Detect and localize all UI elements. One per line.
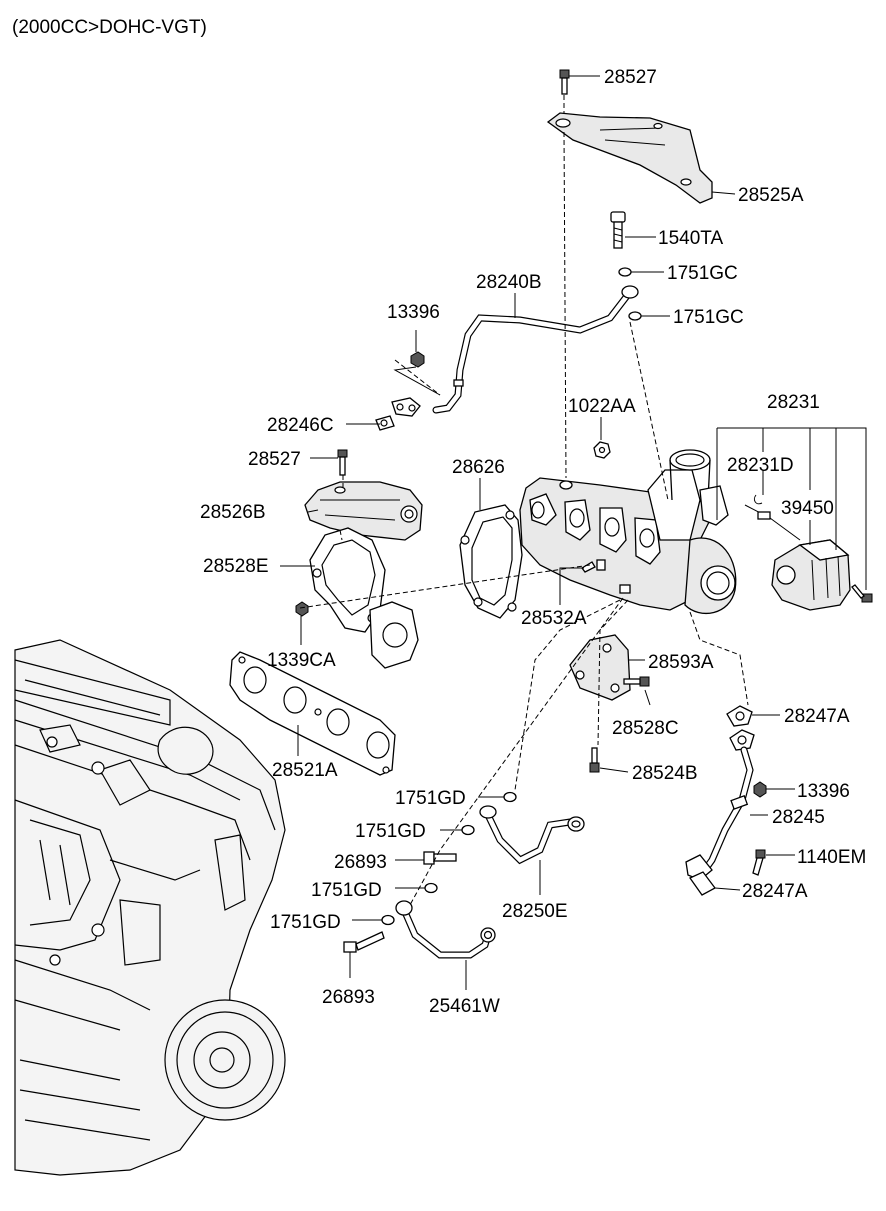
label-1751GD-c: 1751GD <box>311 880 382 901</box>
engine-block <box>14 639 286 1176</box>
bracket-28593A <box>569 634 631 701</box>
label-28247A-a: 28247A <box>784 706 850 727</box>
label-28527-top: 28527 <box>604 67 657 88</box>
label-13396-a: 13396 <box>387 302 440 323</box>
label-1751GC-b: 1751GC <box>673 307 744 328</box>
gasket-28626 <box>459 504 523 619</box>
bolt-28527-b-icon <box>337 449 348 476</box>
turbo-manifold-assembly <box>519 449 737 614</box>
part-labels: 28527 28525A 1540TA 1751GC 28240B 1751GC… <box>200 67 866 1017</box>
label-13396-b: 13396 <box>797 781 850 802</box>
heat-shield-upper <box>546 112 713 204</box>
washer-1751GD-d-icon <box>381 914 395 926</box>
bolt-39450-icon <box>851 584 873 603</box>
nut-13396-b-icon <box>753 781 767 798</box>
label-28240B: 28240B <box>476 272 542 293</box>
washer-1751GC-b-icon <box>628 311 642 321</box>
label-28250E: 28250E <box>502 901 568 922</box>
label-1339CA: 1339CA <box>267 650 336 671</box>
washer-1751GD-a-icon <box>503 791 517 803</box>
gasket-28528E <box>309 527 419 669</box>
label-25461W: 25461W <box>429 996 500 1017</box>
oil-feed-pipe <box>375 285 639 431</box>
label-1751GD-b: 1751GD <box>355 821 426 842</box>
label-28527-b: 28527 <box>248 449 301 470</box>
washer-1751GC-a-icon <box>618 267 632 277</box>
label-28528E: 28528E <box>203 556 269 577</box>
label-28245: 28245 <box>772 807 825 828</box>
label-28521A: 28521A <box>272 760 338 781</box>
label-1751GD-a: 1751GD <box>395 788 466 809</box>
label-28532A: 28532A <box>521 608 587 629</box>
stud-28532A-icon <box>581 561 596 573</box>
water-pipe-25461W <box>395 900 496 959</box>
label-28524B: 28524B <box>632 763 698 784</box>
nut-1022AA-icon <box>593 441 611 459</box>
label-28626: 28626 <box>452 457 505 478</box>
label-28525A: 28525A <box>738 185 804 206</box>
leader-lines <box>280 75 867 990</box>
bolt-1140EM-icon <box>752 849 766 876</box>
label-1140EM: 1140EM <box>797 847 866 868</box>
washer-1751GD-b-icon <box>461 824 475 836</box>
label-1751GD-d: 1751GD <box>270 912 341 933</box>
label-28231D: 28231D <box>727 455 794 476</box>
nut-13396-a-icon <box>410 351 425 368</box>
oil-return-pipe <box>685 705 755 896</box>
label-26893-b: 26893 <box>322 987 375 1008</box>
label-28526B: 28526B <box>200 502 266 523</box>
bolt-28527-top-icon <box>559 69 570 95</box>
label-28246C: 28246C <box>267 415 334 436</box>
bolt-26893-a-icon <box>423 851 457 865</box>
label-28247A-b: 28247A <box>742 881 808 902</box>
bolt-28528C-icon <box>623 676 650 687</box>
label-1751GC-a: 1751GC <box>667 263 738 284</box>
banjo-bolt-1540TA-icon <box>610 211 626 249</box>
label-26893-a: 26893 <box>334 852 387 873</box>
washer-1751GD-c-icon <box>424 882 438 894</box>
label-28593A: 28593A <box>648 652 714 673</box>
bolt-28524B-icon <box>589 747 600 773</box>
bolt-26893-b-icon <box>343 931 385 953</box>
water-pipe-28250E <box>479 805 585 865</box>
nut-1339CA-icon <box>295 601 309 617</box>
label-28231: 28231 <box>767 392 820 413</box>
variant-header: (2000CC>DOHC-VGT) <box>12 17 207 38</box>
manifold-gasket-28521A <box>229 651 396 776</box>
label-1540TA: 1540TA <box>658 228 723 249</box>
label-28528C: 28528C <box>612 718 679 739</box>
label-1022AA: 1022AA <box>568 396 636 417</box>
heat-shield-lower <box>304 481 423 541</box>
label-39450: 39450 <box>781 498 834 519</box>
